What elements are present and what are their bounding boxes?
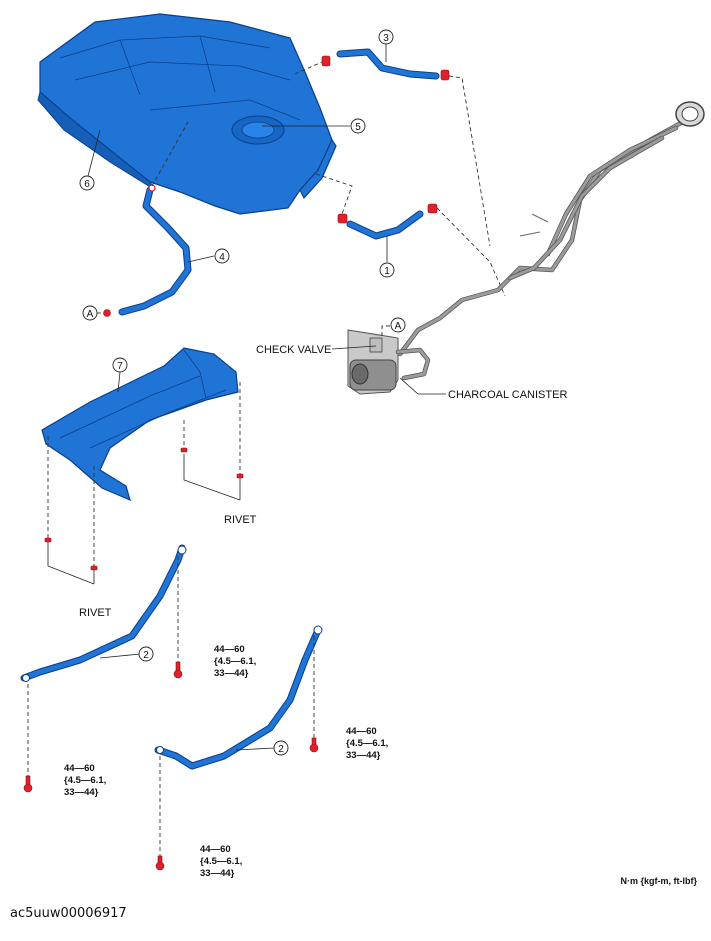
vent-hose-3 [321, 48, 450, 81]
ref-a-right: A [390, 317, 406, 333]
svg-text:7: 7 [117, 361, 123, 372]
torque-units-note: N·m {kgf-m, ft-lbf} [621, 876, 698, 886]
svg-text:1: 1 [384, 266, 390, 277]
rivet [180, 447, 188, 453]
svg-text:4: 4 [219, 252, 225, 263]
svg-text:5: 5 [355, 122, 361, 133]
fuel-hose-4 [103, 184, 192, 317]
label-rivet-upper: RIVET [224, 514, 257, 526]
svg-text:{4.5—6.1,: {4.5—6.1, [64, 775, 106, 786]
svg-text:{4.5—6.1,: {4.5—6.1, [214, 656, 256, 667]
svg-text:33—44}: 33—44} [64, 787, 99, 798]
callout-5: 5 [350, 118, 366, 134]
hose-clamp [321, 55, 331, 67]
label-rivet-lower: RIVET [79, 607, 112, 619]
fuel-tank [37, 13, 337, 215]
callout-7: 7 [112, 357, 128, 373]
label-charcoal-canister: CHARCOAL CANISTER [448, 389, 567, 401]
svg-text:{4.5—6.1,: {4.5—6.1, [346, 738, 388, 749]
svg-text:3: 3 [383, 33, 389, 44]
hose-clamp [427, 203, 438, 214]
callout-6: 6 [79, 175, 95, 191]
svg-text:33—44}: 33—44} [214, 668, 249, 679]
check-valve [369, 337, 383, 353]
callout-3: 3 [378, 29, 394, 45]
svg-text:2: 2 [143, 650, 149, 661]
callout-2-lower: 2 [273, 740, 289, 756]
svg-text:A: A [87, 309, 94, 320]
heat-insulator-7 [41, 347, 239, 502]
fuel-filler-pipe [397, 101, 705, 357]
svg-text:6: 6 [84, 179, 90, 190]
rivet [90, 565, 98, 571]
svg-text:{4.5—6.1,: {4.5—6.1, [200, 856, 242, 867]
charcoal-canister [347, 329, 431, 395]
svg-text:44—60: 44—60 [214, 644, 245, 655]
hose-clamp [337, 213, 348, 224]
hose-clamp [103, 309, 111, 317]
tank-strap-2-lower [154, 625, 323, 770]
rivet [44, 537, 52, 543]
callout-4: 4 [214, 248, 230, 264]
torque-spec-2: 44—60 {4.5—6.1, 33—44} [64, 763, 106, 798]
svg-text:44—60: 44—60 [64, 763, 95, 774]
label-check-valve: CHECK VALVE [256, 344, 331, 356]
hose-clamp [148, 184, 156, 192]
callout-1: 1 [379, 262, 395, 278]
strap-bolt [23, 661, 183, 793]
hose-clamp [440, 69, 450, 81]
rivet [236, 473, 244, 479]
torque-spec-4: 44—60 {4.5—6.1, 33—44} [200, 844, 242, 879]
vent-hose-1 [337, 203, 438, 240]
svg-text:44—60: 44—60 [346, 726, 377, 737]
svg-text:2: 2 [278, 744, 284, 755]
svg-text:33—44}: 33—44} [346, 750, 381, 761]
ref-a-left: A [82, 305, 104, 321]
callout-2-upper: 2 [138, 646, 154, 662]
svg-text:33—44}: 33—44} [200, 868, 235, 879]
strap-bolt [155, 737, 319, 871]
svg-text:A: A [395, 321, 402, 332]
svg-text:44—60: 44—60 [200, 844, 231, 855]
figure-id: ac5uuw00006917 [10, 906, 127, 921]
torque-spec-1: 44—60 {4.5—6.1, 33—44} [214, 644, 256, 679]
torque-spec-3: 44—60 {4.5—6.1, 33—44} [346, 726, 388, 761]
